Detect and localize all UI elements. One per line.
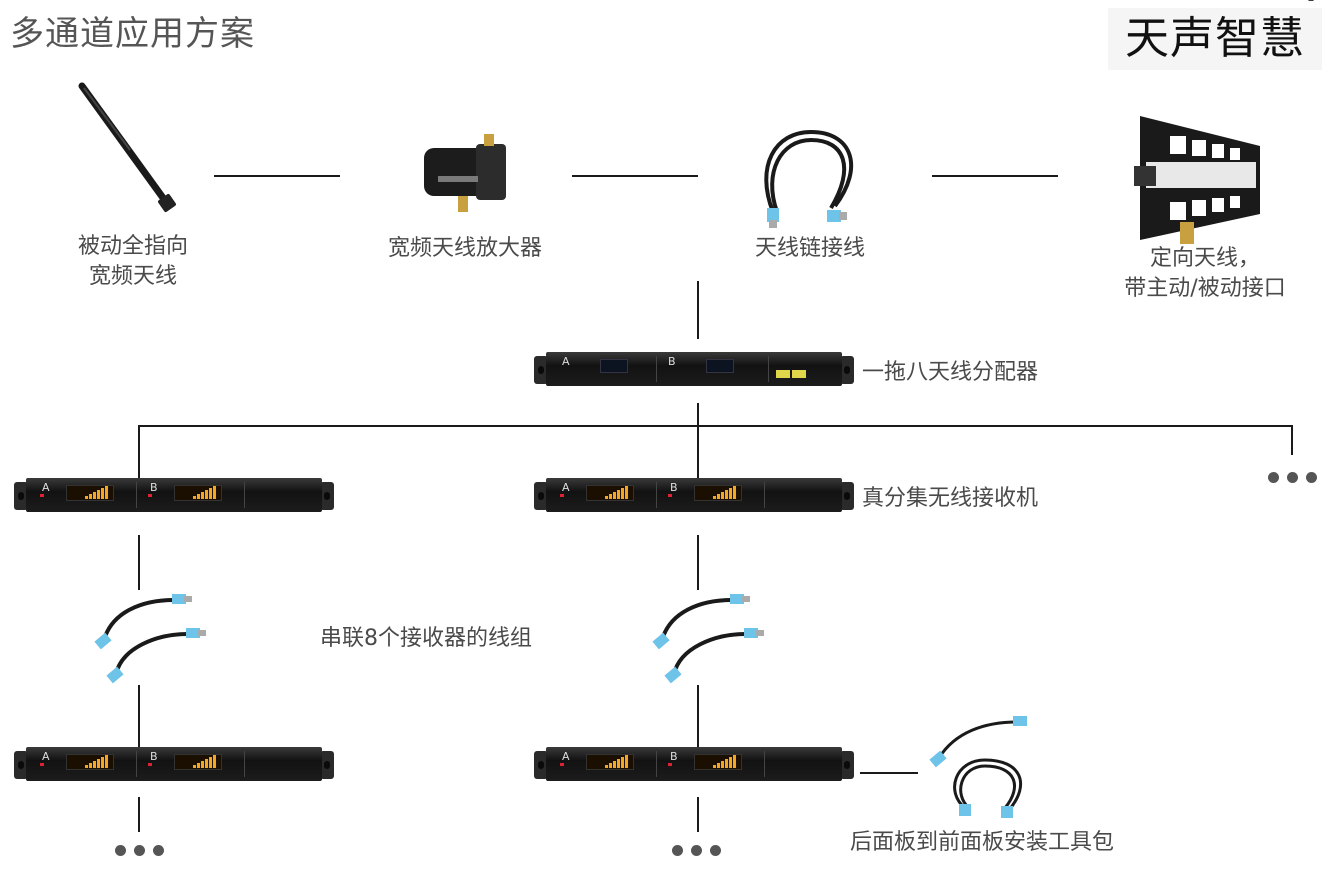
connector-line xyxy=(697,281,699,339)
daisy-chain-cable-image xyxy=(92,590,207,686)
receiver-channel-b: B xyxy=(150,750,158,763)
distribution-bus-line xyxy=(138,425,1293,427)
connector-line xyxy=(1291,425,1293,455)
connector-line xyxy=(138,425,140,478)
splitter-channel-a: A xyxy=(562,355,570,368)
receiver-channel-a: A xyxy=(42,481,50,494)
splitter-channel-b: B xyxy=(668,355,676,368)
receiver-label: 真分集无线接收机 xyxy=(862,486,1039,511)
rack-kit-cable-image xyxy=(925,712,1040,824)
amplifier-image xyxy=(420,134,520,219)
rack-kit-label: 后面板到前面板安装工具包 xyxy=(850,830,1115,855)
directional-antenna-label-line1: 定向天线， xyxy=(1149,246,1260,271)
brand-logo: 天声智慧 ® xyxy=(1108,0,1322,70)
omni-antenna-label: 被动全指向 宽频天线 xyxy=(40,232,226,292)
connector-line xyxy=(138,685,140,747)
receiver-channel-a: A xyxy=(562,750,570,763)
more-dots xyxy=(672,845,729,856)
amplifier-label: 宽频天线放大器 xyxy=(387,236,542,261)
splitter-unit-image: A B xyxy=(534,352,854,390)
connector-line xyxy=(138,535,140,590)
omni-antenna-image xyxy=(70,80,180,215)
connector-line xyxy=(138,797,140,832)
more-dots xyxy=(115,845,172,856)
connector-line xyxy=(697,403,699,478)
directional-antenna-label: 定向天线， 带主动/被动接口 xyxy=(1100,244,1310,304)
more-dots xyxy=(1268,472,1325,483)
receiver-channel-b: B xyxy=(670,481,678,494)
connector-line xyxy=(572,175,698,177)
daisy-chain-label: 串联8个接收器的线组 xyxy=(320,626,532,651)
splitter-label: 一拖八天线分配器 xyxy=(862,360,1039,385)
receiver-channel-a: A xyxy=(562,481,570,494)
connector-line xyxy=(860,772,918,774)
registered-mark: ® xyxy=(1303,0,1320,4)
daisy-chain-cable-image xyxy=(650,590,765,686)
antenna-cable-label: 天线链接线 xyxy=(754,236,865,261)
connector-line xyxy=(932,175,1058,177)
antenna-cable-image xyxy=(755,126,865,232)
connector-line xyxy=(214,175,340,177)
omni-antenna-label-line1: 被动全指向 xyxy=(77,234,188,259)
receiver-channel-b: B xyxy=(670,750,678,763)
connector-line xyxy=(697,685,699,747)
omni-antenna-label-line2: 宽频天线 xyxy=(88,264,177,289)
directional-antenna-label-line2: 带主动/被动接口 xyxy=(1124,276,1286,301)
directional-antenna-image xyxy=(1130,110,1270,245)
connector-line xyxy=(697,535,699,590)
receiver-channel-b: B xyxy=(150,481,158,494)
connector-line xyxy=(697,797,699,832)
receiver-channel-a: A xyxy=(42,750,50,763)
brand-name: 天声智慧 xyxy=(1125,13,1305,64)
page-title: 多通道应用方案 xyxy=(10,14,255,54)
